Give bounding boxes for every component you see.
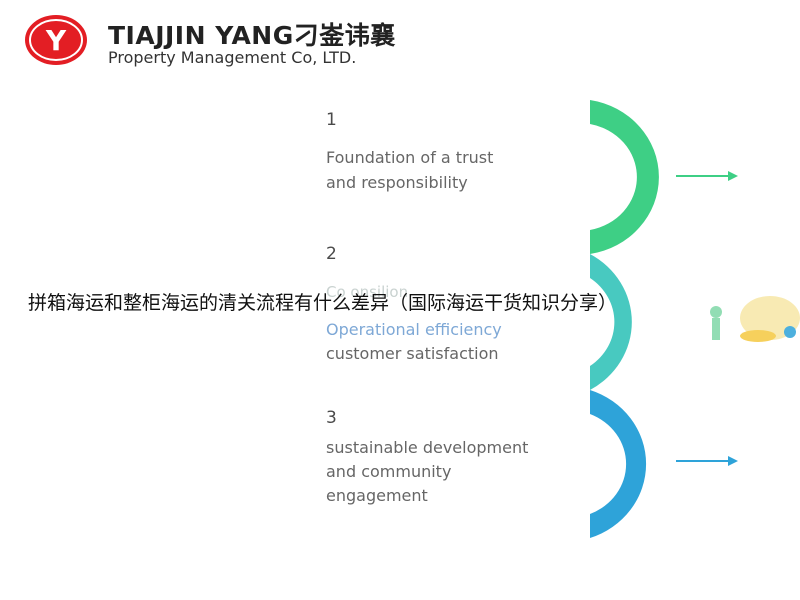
step-3-number: 3 [326,408,337,428]
step-2-line-2: customer satisfaction [326,344,499,363]
step-2-arc [590,254,632,390]
step-1-arrow-icon [676,171,738,181]
step-1-line-2: and responsibility [326,173,468,192]
company-name: TIAJJIN YANG刁崟讳襄 [108,21,396,50]
step-2-number: 2 [326,244,337,264]
step-1-number: 1 [326,110,337,130]
company-logo: Y [25,15,87,65]
step-3-line-1: sustainable development [326,438,529,457]
step-1-line-1: Foundation of a trust [326,148,494,167]
company-subtitle: Property Management Co, LTD. [108,48,357,67]
step-3-arrow-icon [676,456,738,466]
step-3-line-2: and community [326,462,452,481]
decorative-figure-icon [710,296,800,342]
step-2-line-1: Operational efficiency [326,320,502,339]
step-3-arc [590,390,647,538]
step-2-faded-text: Co onsilion [326,283,409,301]
step-3-line-3: engagement [326,486,428,505]
article-title: 拼箱海运和整柜海运的清关流程有什么差异（国际海运干货知识分享） [28,292,618,314]
logo-letter: Y [45,24,67,57]
step-1-arc [590,100,659,254]
